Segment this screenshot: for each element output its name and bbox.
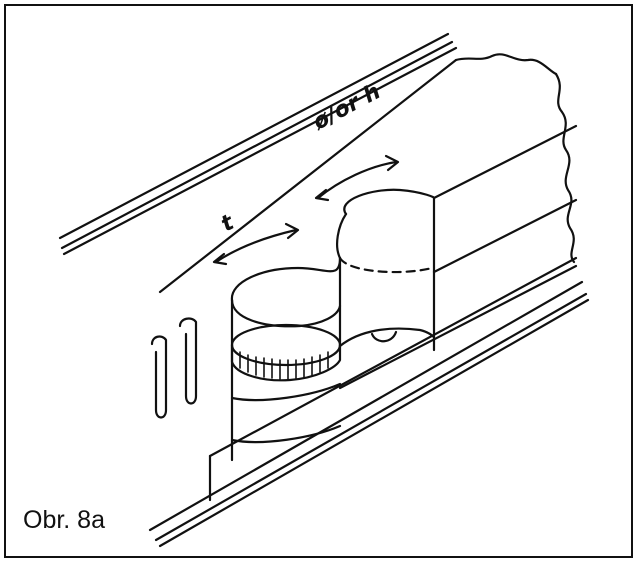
guide-pins [150, 317, 198, 419]
left-double-arrow [212, 222, 300, 266]
block-front-edge [432, 124, 578, 274]
label-t: t [217, 210, 239, 238]
figure-caption: Obr. 8a [23, 506, 105, 534]
base-rail [148, 256, 590, 548]
right-recess [336, 188, 436, 352]
knurled-wheel [230, 323, 342, 382]
right-double-arrow [314, 154, 400, 202]
top-rail [58, 32, 458, 256]
block-torn-edge [554, 72, 576, 264]
block-top-face [158, 53, 558, 294]
figure-frame [4, 4, 633, 558]
